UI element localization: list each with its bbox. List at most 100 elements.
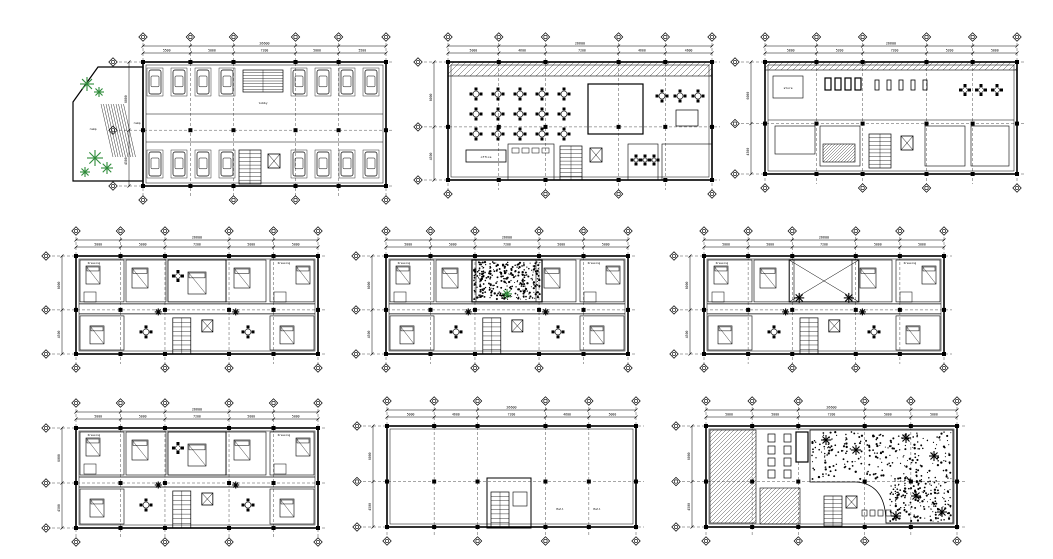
car-body xyxy=(364,151,378,177)
hatch-line xyxy=(710,463,756,511)
texture-dot xyxy=(915,480,919,483)
column xyxy=(955,424,959,428)
column xyxy=(162,526,167,530)
dim-tick xyxy=(909,415,913,419)
texture-dot xyxy=(912,436,915,438)
texture-dot xyxy=(524,285,526,287)
texture-dot xyxy=(891,462,894,464)
texture-dot xyxy=(521,265,523,267)
column xyxy=(385,525,389,529)
texture-dot xyxy=(851,460,854,463)
texture-dot xyxy=(876,476,879,479)
bed-frame xyxy=(295,265,311,285)
table-top xyxy=(472,110,480,118)
chair xyxy=(959,88,962,92)
texture-dot xyxy=(916,458,919,462)
dim-tick xyxy=(814,51,819,55)
texture-dot xyxy=(931,503,933,505)
hatch-line xyxy=(978,62,988,70)
inner-wall-line xyxy=(706,258,942,352)
car-body xyxy=(172,69,186,95)
grid-bubble-diamond xyxy=(268,226,279,236)
bed-symbol xyxy=(441,267,459,289)
grid-bubble-circle xyxy=(336,34,341,39)
dim-tick xyxy=(60,526,64,530)
hatch-line xyxy=(710,443,756,491)
chair xyxy=(567,112,571,116)
column xyxy=(432,479,437,484)
hatch-line xyxy=(858,62,868,70)
grid-bubble-diamond xyxy=(730,118,740,129)
grid-bubble xyxy=(382,536,392,546)
dim-vertical-text: 6000 xyxy=(124,95,128,103)
hatch-line xyxy=(732,499,756,523)
column xyxy=(316,426,320,430)
bed-cover-line xyxy=(89,325,105,345)
grid-bubble xyxy=(41,423,51,433)
grid-bubble-circle xyxy=(384,398,389,403)
texture-dot xyxy=(831,448,834,450)
dining-table xyxy=(867,325,881,339)
hatch-line xyxy=(852,62,862,70)
grid-bubble-circle xyxy=(353,254,358,259)
chair xyxy=(469,132,473,136)
texture-dot xyxy=(910,487,913,490)
display-stand xyxy=(844,77,852,91)
hatch-line xyxy=(697,62,712,76)
texture-dot xyxy=(493,262,495,265)
column xyxy=(336,60,341,64)
grid-bubble-circle xyxy=(790,365,795,370)
dim-tick xyxy=(790,238,794,242)
bed-frame xyxy=(187,443,207,467)
chair xyxy=(496,137,500,141)
apartment-room xyxy=(579,259,625,303)
grid-bubble-circle xyxy=(475,398,480,403)
column xyxy=(955,525,959,529)
texture-dot xyxy=(949,463,951,465)
stair-symbol xyxy=(238,149,262,185)
column xyxy=(336,184,341,188)
chair xyxy=(241,330,245,334)
grid-bubble-circle xyxy=(671,351,676,356)
grid-bubble-circle xyxy=(543,192,548,197)
grid-bubble-diamond xyxy=(352,522,362,532)
grid-bubble-diamond xyxy=(313,226,323,236)
car-roof xyxy=(342,75,352,88)
texture-dot xyxy=(904,504,907,506)
lounge-chair xyxy=(783,445,792,455)
chair xyxy=(176,279,180,282)
atrium-void xyxy=(788,259,860,303)
grid-bubble xyxy=(494,32,504,42)
lift-symbol xyxy=(900,135,914,151)
grid-bubble-diamond xyxy=(313,537,323,547)
column xyxy=(271,254,276,258)
texture-dot xyxy=(892,437,895,440)
chair xyxy=(777,330,781,334)
grid-bubble-diamond xyxy=(443,189,453,199)
texture-dot xyxy=(916,435,918,438)
grid-bubble xyxy=(115,226,126,236)
wardrobe xyxy=(711,291,725,303)
dim-bay-text: 5000 xyxy=(292,415,300,419)
grid-bubble-diamond xyxy=(382,536,392,546)
lift-shaft xyxy=(900,135,914,151)
texture-dot xyxy=(504,281,507,284)
texture-dot xyxy=(943,459,945,462)
plant-center xyxy=(855,449,857,451)
texture-dot xyxy=(823,452,826,455)
grid-bubble xyxy=(425,226,436,236)
grid-bubble-circle xyxy=(415,59,420,64)
chair xyxy=(561,330,565,334)
texture-dot xyxy=(835,454,837,457)
texture-dot xyxy=(479,281,481,283)
column xyxy=(790,307,795,312)
chair xyxy=(678,89,682,93)
texture-dot xyxy=(823,448,825,450)
hatch-line xyxy=(716,483,756,523)
dim-tick xyxy=(227,245,231,249)
hatch-line xyxy=(791,515,800,524)
texture-dot xyxy=(537,274,540,277)
texture-dot xyxy=(935,480,937,482)
texture-dot xyxy=(903,494,905,496)
bed-cover-line xyxy=(717,325,733,345)
